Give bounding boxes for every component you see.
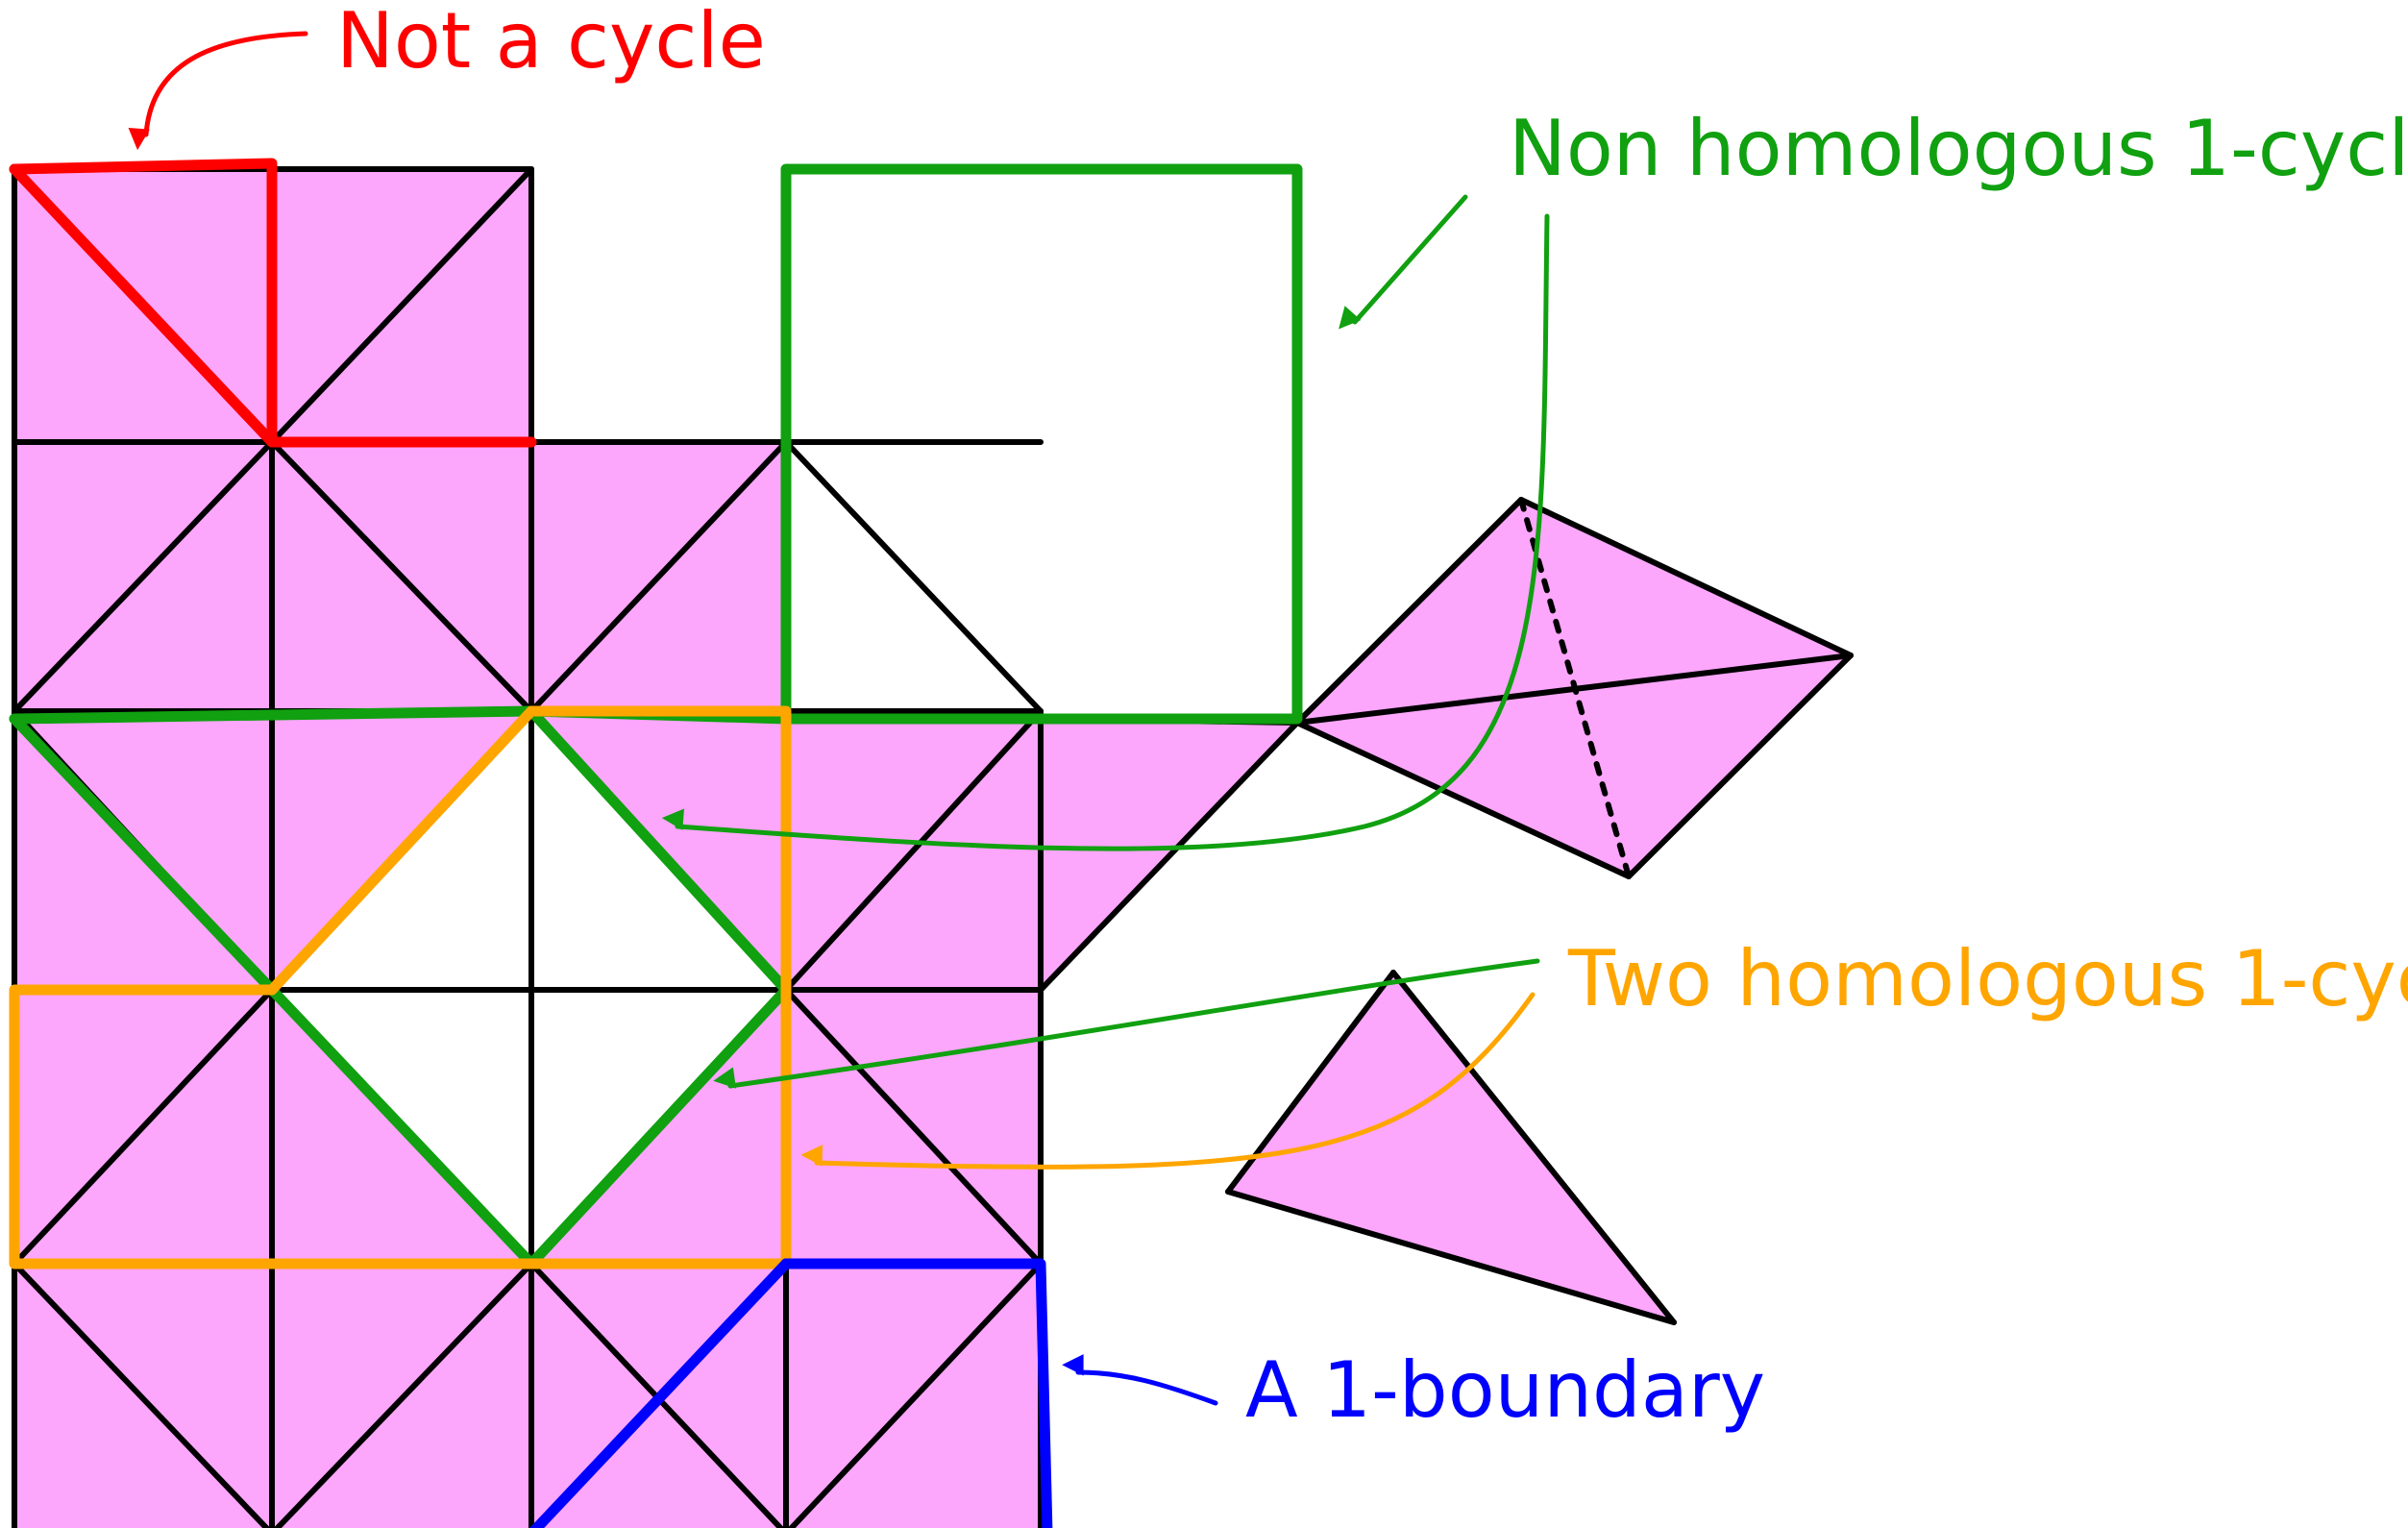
grid-diagonal (12, 1261, 271, 1528)
grid-diagonal (12, 987, 275, 1267)
label-boundary: A 1-boundary (1245, 1345, 1765, 1435)
grid-diagonal (783, 439, 1044, 714)
arrow-non-homologous-diamond-2 (713, 958, 1540, 1089)
tetra-face-bottom (1297, 655, 1851, 876)
arrow-not-a-cycle (128, 31, 308, 151)
tetra-edge (1518, 497, 1854, 658)
arrow-boundary (1062, 1354, 1218, 1406)
tetra-edge (1294, 497, 1524, 726)
triangle-edge (1225, 1189, 1677, 1325)
green-square-cycle (780, 163, 1303, 725)
orange-cycle-a-diag (266, 705, 537, 996)
grid-diagonal (528, 439, 789, 714)
tetra-face-top (1297, 500, 1851, 723)
blue-boundary-cycle (780, 1258, 1053, 1528)
highlighted-cycles (9, 158, 1303, 1528)
isolated-triangle (1228, 973, 1674, 1322)
label-non-homologous: Non homologous 1-cycles (1509, 104, 2408, 193)
grid-diagonal (787, 1261, 1044, 1528)
grid-diagonal (12, 439, 275, 714)
blue-boundary-diag (529, 1258, 792, 1528)
bridge-edge (1038, 720, 1300, 993)
orange-cycle-a (9, 705, 792, 1269)
grid-diagonal (783, 708, 1044, 993)
grid-diagonal (269, 439, 534, 714)
tetra-hidden-edge (1518, 497, 1632, 879)
arrow-non-homologous-diamond (661, 213, 1550, 851)
red-open-path-diagonal (9, 163, 278, 448)
arrow-two-homologous (800, 992, 1536, 1170)
label-two-homologous: Two homologous 1-cycles (1567, 934, 2408, 1023)
green-diamond-cycle-close (9, 713, 278, 996)
tetra-edge (1626, 653, 1854, 879)
tetra-edge (1294, 720, 1632, 879)
arrow-non-homologous-square (1339, 194, 1468, 330)
triangle-edge (1390, 970, 1677, 1325)
grid-diagonal (269, 166, 534, 445)
grid-diagonal (783, 987, 1044, 1267)
annotation-arrows (128, 31, 1550, 1406)
label-not-a-cycle: Not a cycle (336, 0, 766, 86)
red-open-path (9, 158, 537, 448)
grid-diagonal (273, 1261, 534, 1528)
